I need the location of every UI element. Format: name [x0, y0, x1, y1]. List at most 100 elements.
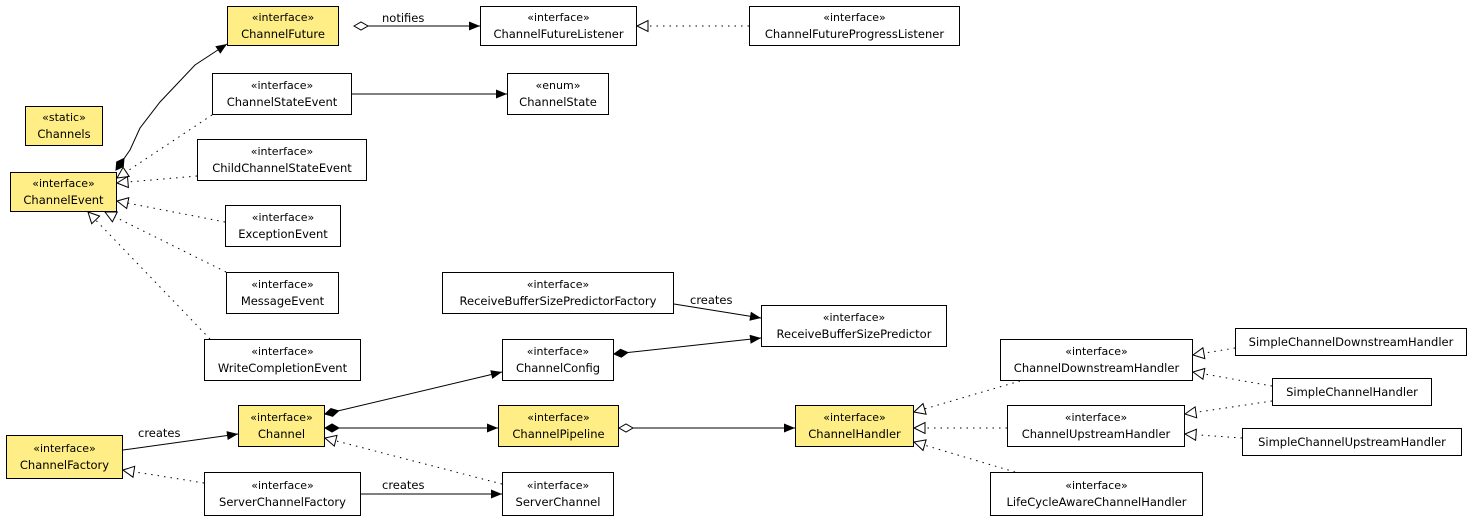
stereotype-label: «interface»	[527, 11, 590, 24]
edge-line	[1192, 371, 1273, 387]
edge-write-completion-realizes-event	[87, 211, 211, 340]
edge-line	[1184, 400, 1273, 415]
stereotype-label: «interface»	[32, 177, 95, 190]
class-box-channel-future-listener: «interface» ChannelFutureListener	[480, 6, 637, 46]
realization-triangle	[1183, 406, 1198, 419]
class-box-channels: «static»Channels	[25, 106, 103, 146]
class-box-receive-buffer-size-predictor: «interface» ReceiveBufferSizePredictor	[761, 305, 947, 347]
edge-state-event-realizes-event	[116, 114, 213, 179]
realization-triangle	[912, 439, 927, 452]
edge-line	[913, 441, 1016, 473]
class-name-label: LifeCycleAwareChannelHandler	[1006, 495, 1187, 509]
class-name-label: ChannelStateEvent	[226, 95, 338, 109]
class-box-channel-future-progress-listener: «interface»ChannelFutureProgressListener	[749, 6, 960, 46]
class-name-label: ChannelHandler	[808, 427, 901, 441]
edge-simple-handler-realizes-downstream	[1191, 367, 1273, 387]
stereotype-label: «interface»	[526, 479, 590, 492]
edge-channel-factory-creates-channel: creates	[122, 426, 239, 451]
class-box-channel-upstream-handler: «interface» ChannelUpstreamHandler	[1007, 405, 1185, 447]
arrowhead	[491, 489, 502, 499]
class-box-simple-channel-upstream-handler: SimpleChannelUpstreamHandler	[1242, 428, 1462, 456]
realization-triangle	[635, 19, 649, 33]
edge-channel-composes-config	[324, 370, 503, 417]
stereotype-label: «interface»	[527, 411, 590, 424]
stereotype-label: «interface»	[33, 442, 96, 455]
class-name-label: ReceiveBufferSizePredictor	[776, 327, 932, 341]
stereotype-label: «enum»	[535, 79, 581, 92]
class-name-label: ChannelFactory	[19, 458, 110, 472]
edge-line	[613, 337, 762, 355]
stereotype-label: «interface»	[822, 311, 886, 324]
edge-factory-creates-predictor: creates	[673, 293, 762, 321]
edge-progress-listener-realizes-listener	[635, 19, 749, 33]
edge-line	[87, 211, 211, 340]
aggregation-diamond	[617, 423, 635, 433]
edge-line	[122, 433, 239, 451]
class-name-label: ExceptionEvent	[238, 227, 328, 241]
stereotype-label: «interface»	[823, 11, 886, 24]
class-box-channel-state-event: «interface»ChannelStateEvent	[212, 73, 352, 115]
edge-exception-event-realizes-event	[115, 197, 226, 223]
arrowhead	[469, 21, 480, 31]
arrowhead	[490, 370, 502, 379]
realization-triangle	[1191, 346, 1206, 360]
realization-triangle	[1183, 428, 1197, 442]
edge-server-channel-realizes-channel	[323, 434, 503, 485]
class-box-channel-downstream-handler: «interface»ChannelDownstreamHandler	[1000, 339, 1193, 381]
class-name-label: SimpleChannelDownstreamHandler	[1248, 335, 1454, 349]
class-box-server-channel-factory: «interface» ServerChannelFactory	[204, 472, 361, 516]
class-box-child-channel-state-event: «interface»ChildChannelStateEvent	[197, 139, 367, 181]
edge-simple-downstream-realizes-downstream	[1191, 346, 1236, 360]
edge-line	[673, 303, 762, 319]
class-name-label: ChannelState	[519, 95, 597, 109]
realization-triangle	[121, 465, 136, 479]
stereotype-label: «interface»	[250, 411, 313, 424]
edge-line	[104, 211, 227, 273]
edge-child-state-event-realizes-event	[115, 175, 198, 189]
edge-future-notifies-listener: notifies	[352, 11, 480, 31]
arrowhead	[749, 334, 761, 344]
class-name-label: ChannelFutureListener	[493, 27, 624, 41]
stereotype-label: «interface»	[823, 411, 886, 424]
class-box-channel-state: «enum» ChannelState	[507, 73, 609, 115]
realization-triangle	[115, 197, 130, 210]
class-box-exception-event: «interface»ExceptionEvent	[225, 205, 341, 247]
edge-label: notifies	[382, 11, 424, 25]
realization-triangle	[116, 166, 131, 179]
edge-server-factory-realizes-factory	[121, 465, 205, 484]
class-name-label: ChannelEvent	[23, 193, 104, 207]
edge-channel-composes-pipeline	[323, 423, 498, 433]
class-name-label: ReceiveBufferSizePredictorFactory	[459, 294, 657, 308]
edge-message-event-realizes-event	[103, 211, 227, 273]
edge-line	[122, 469, 205, 484]
realization-triangle	[115, 175, 129, 189]
class-box-channel-factory: «interface» ChannelFactory	[6, 435, 123, 479]
class-name-label: ChannelDownstreamHandler	[1013, 361, 1180, 375]
arrowhead	[784, 423, 795, 433]
class-name-label: ServerChannelFactory	[219, 495, 346, 509]
stereotype-label: «interface»	[1064, 411, 1128, 424]
edge-downstream-realizes-handler	[912, 380, 1021, 415]
edge-label: creates	[138, 426, 181, 440]
stereotype-label: «interface»	[251, 479, 314, 492]
class-name-label: ChildChannelStateEvent	[212, 161, 352, 175]
class-box-channel-event: «interface» ChannelEvent	[10, 172, 117, 212]
composition-diamond	[323, 423, 341, 433]
stereotype-label: «interface»	[251, 345, 314, 358]
class-name-label: ChannelPipeline	[512, 427, 605, 441]
edge-upstream-realizes-handler	[912, 421, 1007, 435]
class-box-server-channel: «interface»ServerChannel	[502, 472, 614, 516]
edge-event-composes-future	[115, 43, 228, 171]
arrowhead	[487, 423, 498, 433]
edge-state-event-uses-state	[352, 89, 507, 99]
edge-line	[324, 371, 503, 415]
class-box-channel-pipeline: «interface» ChannelPipeline	[498, 405, 619, 447]
arrowhead	[215, 44, 227, 54]
class-box-write-completion-event: «interface»WriteCompletionEvent	[204, 339, 361, 381]
class-name-label: ChannelUpstreamHandler	[1021, 427, 1171, 441]
composition-diamond	[612, 348, 629, 358]
class-box-channel-future: «interface»ChannelFuture	[227, 6, 339, 46]
edge-line	[913, 380, 1021, 413]
class-box-receive-buffer-size-predictor-factory: «interface»ReceiveBufferSizePredictorFac…	[442, 272, 674, 314]
class-name-label: SimpleChannelHandler	[1286, 385, 1418, 399]
